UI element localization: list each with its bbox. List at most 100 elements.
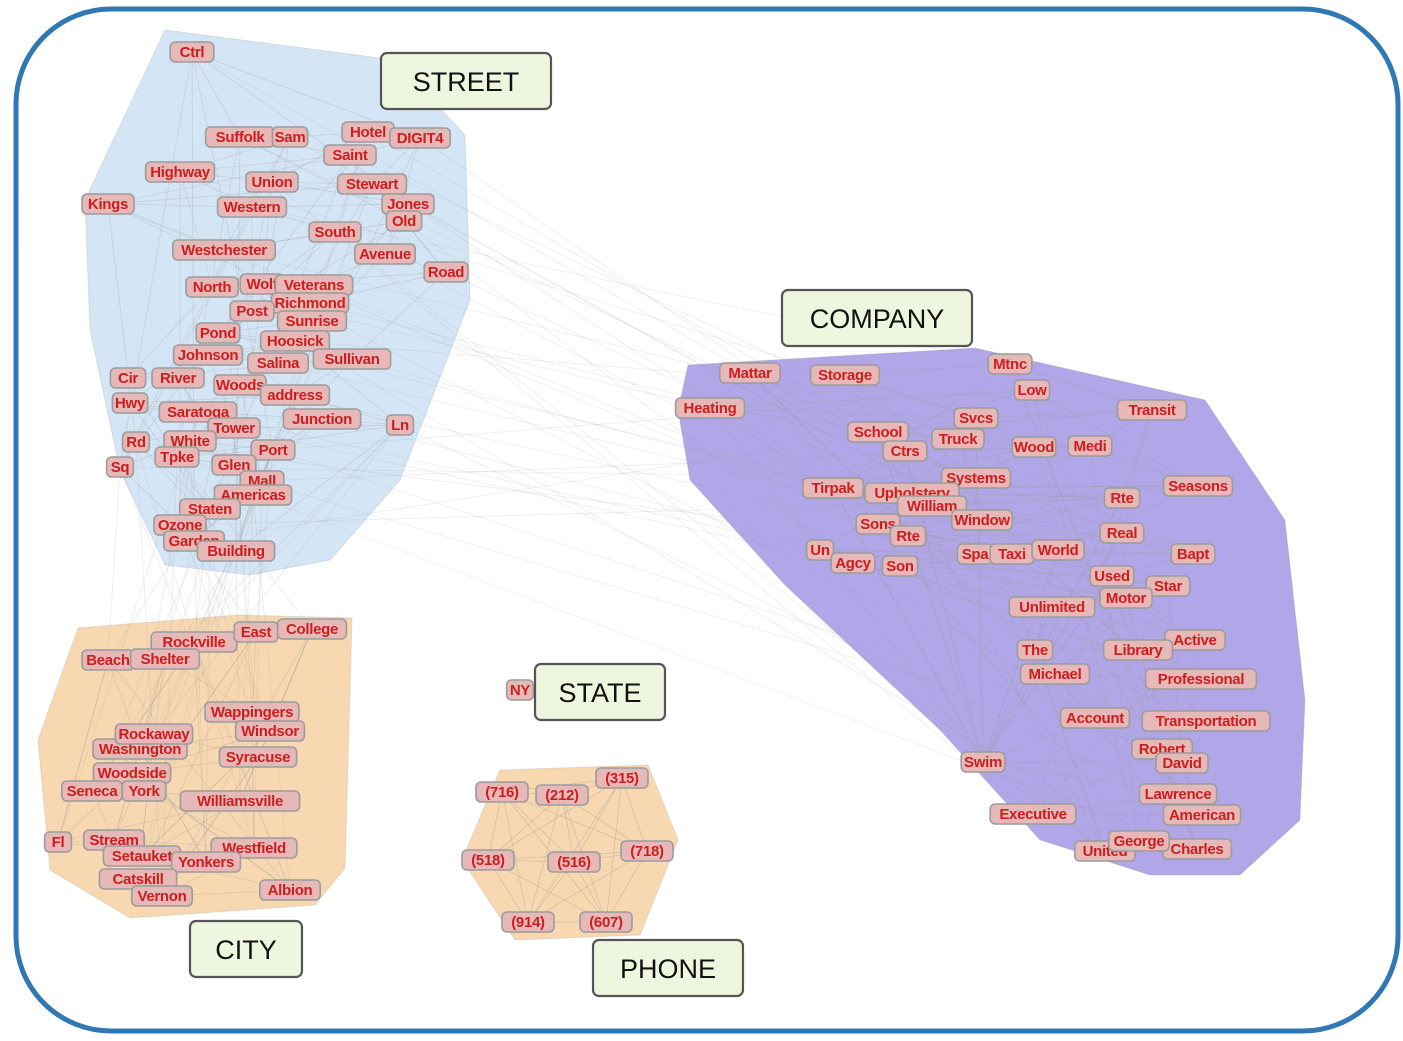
- node-box: [595, 767, 649, 789]
- company-edge: [844, 374, 977, 479]
- street-city-edge: [193, 424, 401, 643]
- company-node: Motor: [1099, 587, 1153, 609]
- street-company-edge: [239, 384, 879, 525]
- node-box: [475, 781, 529, 803]
- company-edge: [832, 487, 1013, 555]
- street-company-edge: [399, 424, 1203, 816]
- node-label: Mattar: [728, 365, 772, 382]
- node-box: [1013, 379, 1051, 401]
- phone-edge: [487, 791, 503, 861]
- street-node: Hwy: [111, 392, 149, 414]
- company-node: School: [846, 421, 909, 443]
- company-edge: [1054, 553, 1194, 675]
- street-company-edge: [351, 358, 834, 489]
- street-city-edge: [153, 424, 401, 735]
- company-node: Mtnc: [987, 353, 1033, 375]
- street-node: Western: [216, 196, 288, 218]
- node-box: [131, 885, 194, 907]
- node-box: [535, 784, 589, 806]
- node-label: Syracuse: [226, 749, 290, 766]
- street-node: Kings: [81, 193, 135, 215]
- node-box: [1103, 487, 1141, 509]
- node-label: Richmond: [275, 295, 346, 312]
- city-edge: [161, 756, 259, 897]
- company-node: Sons: [855, 513, 901, 535]
- street-city-edge: [153, 480, 263, 735]
- node-box: [81, 193, 135, 215]
- node-label: Veterans: [284, 277, 344, 294]
- street-node: North: [185, 276, 239, 298]
- node-label: (607): [589, 914, 623, 931]
- node-label: College: [286, 621, 338, 638]
- street-city-edge: [179, 524, 253, 713]
- street-city-edge: [131, 440, 191, 774]
- node-box: [1067, 435, 1113, 457]
- node-box: [247, 352, 310, 374]
- company-edge: [709, 407, 959, 440]
- city-node: Syracuse: [218, 746, 298, 768]
- street-node: Avenue: [353, 243, 416, 265]
- node-label: (315): [605, 770, 639, 787]
- category-box: [591, 938, 745, 998]
- street-city-edge: [137, 449, 274, 880]
- phone-edge: [605, 777, 623, 923]
- node-label: Transit: [1128, 402, 1175, 419]
- company-edge: [877, 409, 1153, 433]
- node-label: Star: [1154, 578, 1182, 595]
- node-label: Williamsville: [197, 793, 283, 810]
- node-label: Tirpak: [812, 480, 856, 497]
- city-node: Seneca: [60, 780, 124, 802]
- node-label: Lawrence: [1145, 786, 1212, 803]
- street-node: Saint: [323, 144, 377, 166]
- city-edge: [193, 641, 207, 863]
- node-label: York: [128, 783, 160, 800]
- node-label: Post: [236, 303, 268, 320]
- node-label: Shelter: [141, 651, 190, 668]
- street-node: Hoosick: [259, 330, 331, 352]
- city-edge: [137, 631, 257, 880]
- street-node: Glen: [211, 454, 257, 476]
- company-node: Lawrence: [1138, 783, 1218, 805]
- phone-edge: [573, 777, 623, 863]
- company-node: Taxi: [989, 543, 1035, 565]
- node-label: Suffolk: [216, 129, 266, 146]
- node-box: [830, 552, 876, 574]
- company-node: Executive: [989, 803, 1077, 825]
- street-company-edge: [197, 411, 821, 551]
- street-node: White: [163, 430, 217, 452]
- street-node: Pond: [195, 322, 241, 344]
- node-box: [931, 428, 985, 450]
- city-node: Rockville: [150, 631, 238, 653]
- node-label: Spa: [962, 546, 990, 563]
- node-box: [1099, 587, 1153, 609]
- node-box: [1170, 543, 1216, 565]
- company-edge: [982, 761, 1183, 764]
- street-node: South: [308, 221, 362, 243]
- node-label: Seneca: [67, 783, 119, 800]
- street-city-edge: [57, 440, 191, 843]
- node-label: Ln: [391, 417, 409, 434]
- company-edge: [1031, 389, 1199, 487]
- node-box: [1031, 539, 1085, 561]
- node-box: [1016, 639, 1054, 661]
- node-label: NY: [510, 682, 531, 699]
- street-node: Staten: [179, 498, 242, 520]
- company-node: Charles: [1161, 838, 1233, 860]
- category-text: STATE: [558, 678, 641, 708]
- state-node: NY: [505, 679, 535, 701]
- street-node: Woods: [213, 374, 267, 396]
- company-node: Heating: [674, 397, 746, 419]
- city-edge: [57, 659, 109, 843]
- node-box: [882, 440, 928, 462]
- street-company-edge: [252, 494, 1198, 850]
- company-node: American: [1162, 804, 1242, 826]
- phone-edge: [605, 850, 648, 923]
- city-node: College: [276, 618, 348, 640]
- node-label: Low: [1017, 382, 1047, 399]
- node-box: [801, 477, 864, 499]
- city-edge: [153, 658, 166, 735]
- node-label: Swim: [964, 754, 1002, 771]
- node-label: Michael: [1029, 666, 1082, 683]
